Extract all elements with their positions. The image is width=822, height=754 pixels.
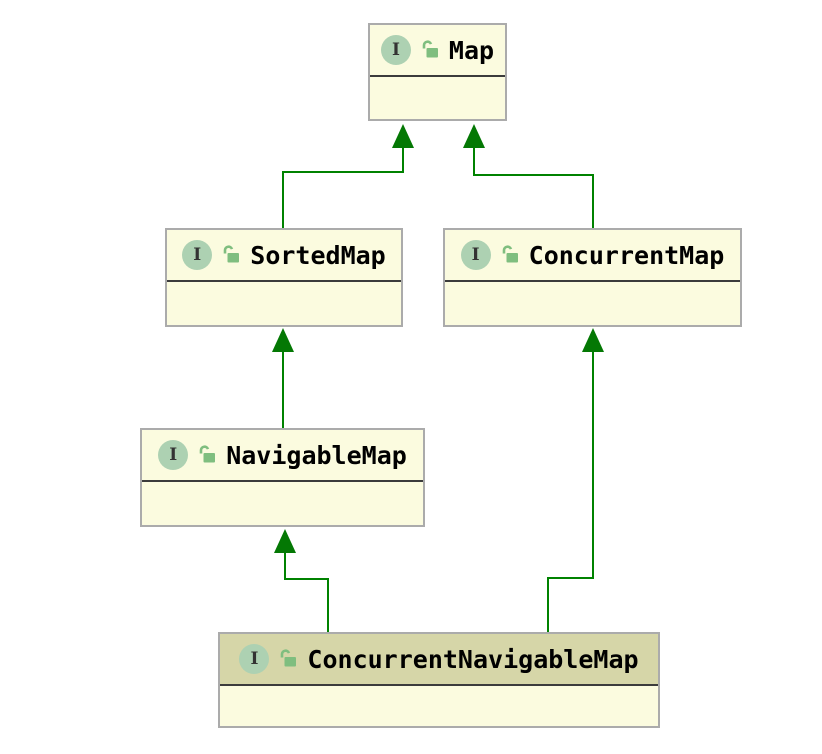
node-title: ConcurrentNavigableMap — [307, 644, 639, 674]
uml-node-concurrentmap[interactable]: I ConcurrentMap — [443, 228, 742, 327]
node-title: ConcurrentMap — [528, 240, 725, 270]
interface-badge-icon: I — [380, 35, 411, 65]
interface-badge-icon: I — [182, 240, 213, 270]
node-members-section — [142, 482, 423, 525]
generalization-arrowhead — [582, 328, 604, 352]
interface-badge-icon: I — [460, 240, 491, 270]
edge-navigablemap-extends-sortedmap — [272, 328, 294, 428]
node-members-section — [370, 77, 505, 119]
node-header: I Map — [370, 25, 505, 77]
uml-node-map[interactable]: I Map — [368, 23, 507, 121]
node-header: I ConcurrentMap — [445, 230, 740, 282]
edge-sortedmap-extends-map — [282, 124, 414, 228]
node-header: I NavigableMap — [142, 430, 423, 482]
unlock-icon — [500, 244, 520, 264]
unlock-icon — [420, 39, 440, 59]
edge-concurrentmap-extends-map — [463, 124, 594, 228]
generalization-arrowhead — [463, 124, 485, 148]
interface-badge-icon: I — [158, 440, 189, 470]
uml-node-concurrentnavigablemap[interactable]: I ConcurrentNavigableMap — [218, 632, 660, 728]
unlock-icon — [221, 244, 241, 264]
node-header-highlighted: I ConcurrentNavigableMap — [220, 634, 658, 686]
node-title: NavigableMap — [226, 440, 407, 470]
unlock-icon — [197, 444, 217, 464]
generalization-arrowhead — [272, 328, 294, 352]
generalization-arrowhead — [392, 124, 414, 148]
edge-concurrentnavigablemap-extends-navigablemap — [274, 529, 329, 632]
edge-concurrentnavigablemap-extends-concurrentmap — [547, 328, 604, 632]
node-members-section — [220, 686, 658, 726]
interface-badge-icon: I — [239, 644, 270, 674]
unlock-icon — [278, 648, 298, 668]
generalization-arrowhead — [274, 529, 296, 553]
node-members-section — [167, 282, 401, 325]
node-title: SortedMap — [250, 240, 386, 270]
uml-node-sortedmap[interactable]: I SortedMap — [165, 228, 403, 327]
node-title: Map — [448, 35, 495, 65]
uml-node-navigablemap[interactable]: I NavigableMap — [140, 428, 425, 527]
node-header: I SortedMap — [167, 230, 401, 282]
node-members-section — [445, 282, 740, 325]
